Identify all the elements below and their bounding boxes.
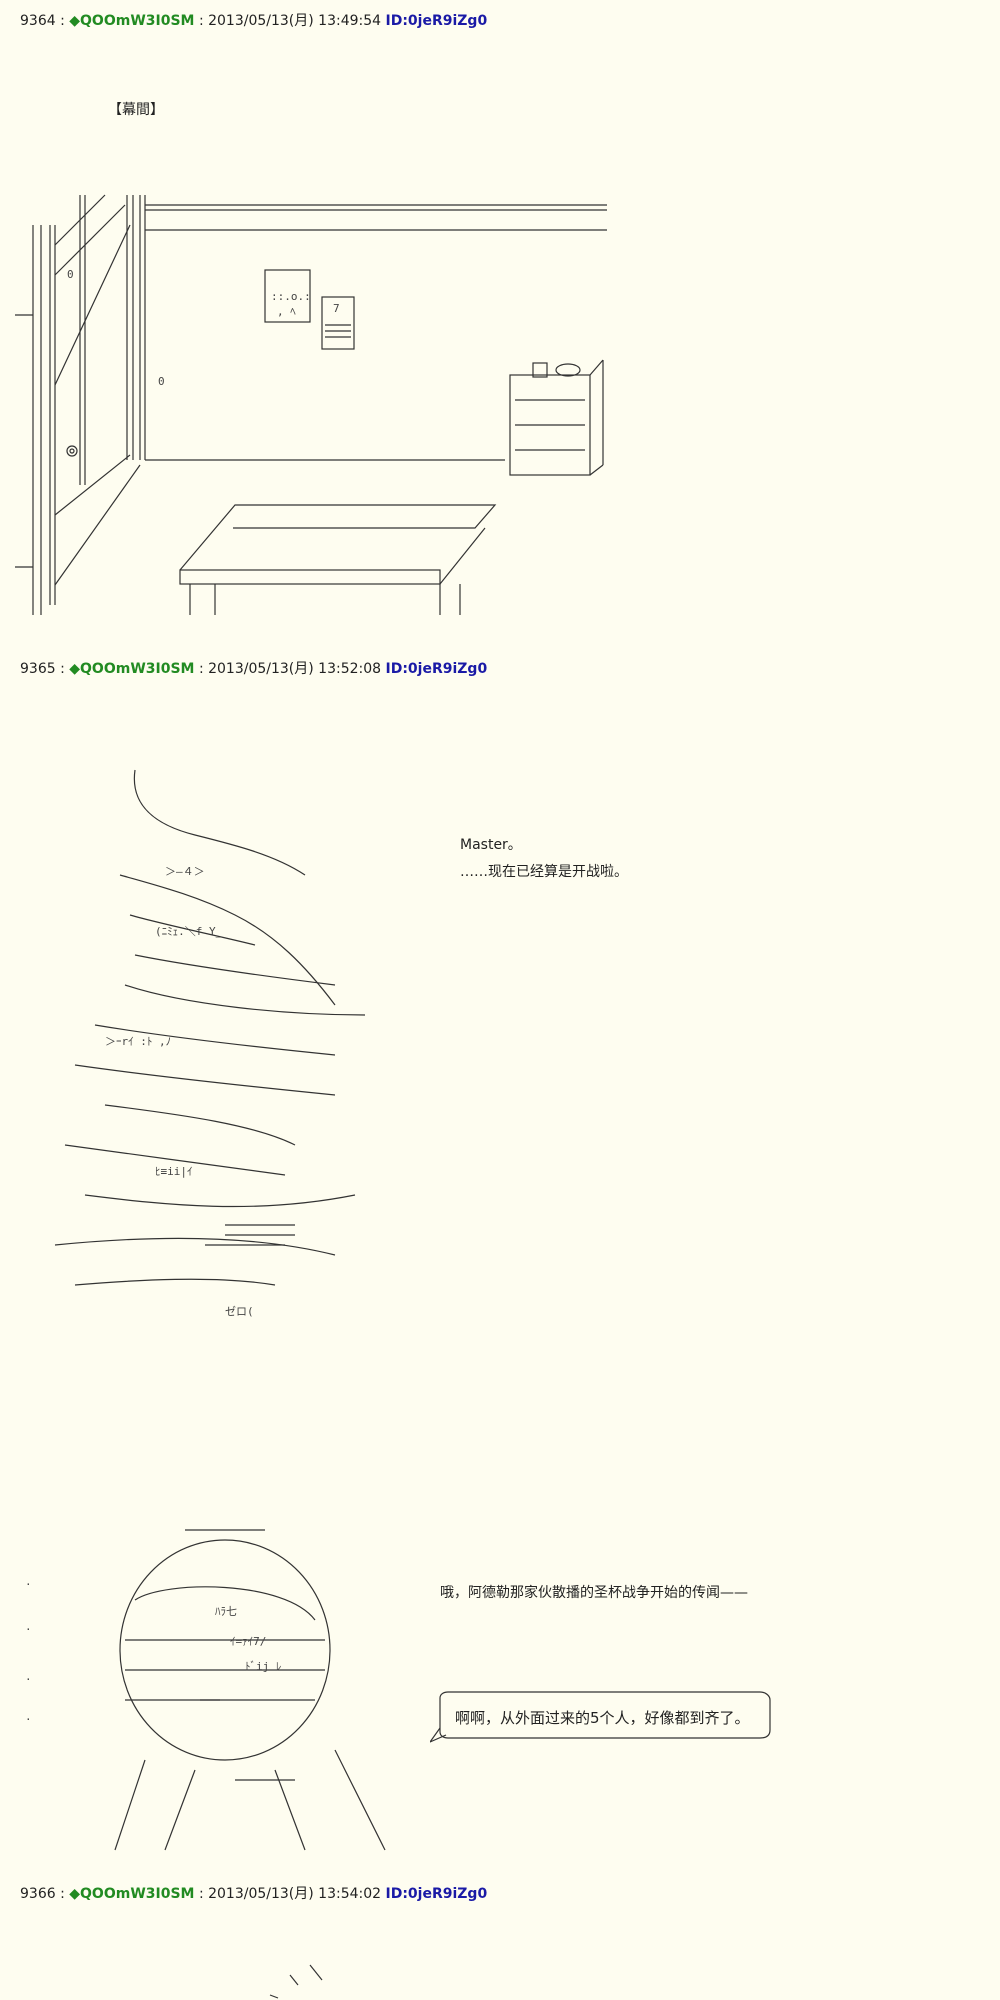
post-number: 9366 : <box>20 1886 65 1902</box>
trip-marker-icon: ◆ <box>69 661 81 677</box>
post-number: 9365 : <box>20 661 65 677</box>
character-art-swordsman: ＞—４＞ (ﾆﾐｪ.＼f Y_ ＞ｰrｲ :ﾄ ,ﾉ ﾋ≡ii|ｲ ゼロ( <box>54 769 366 1318</box>
svg-text:.: . <box>25 1620 32 1633</box>
svg-text:.: . <box>25 1670 32 1683</box>
poster-name[interactable]: QOOmW3I0SM <box>80 1886 195 1902</box>
post-date: : 2013/05/13(月) 13:54:02 <box>198 1886 382 1902</box>
bubble-text: 啊啊，从外面过来的5个人，好像都到齐了。 <box>455 1709 750 1727</box>
svg-text:ﾋ≡ii|ｲ: ﾋ≡ii|ｲ <box>155 1165 193 1178</box>
svg-text:0: 0 <box>67 268 74 281</box>
svg-text:0: 0 <box>158 375 165 388</box>
post-header-9364: 9364 : ◆QOOmW3I0SM : 2013/05/13(月) 13:49… <box>20 12 487 30</box>
svg-text:, ﾍ: , ﾍ <box>277 305 296 318</box>
post-date: : 2013/05/13(月) 13:52:08 <box>198 661 382 677</box>
svg-text:ﾄﾞij ﾚ: ﾄﾞij ﾚ <box>245 1660 281 1673</box>
svg-text:.: . <box>25 1575 32 1588</box>
post-header-9366: 9366 : ◆QOOmW3I0SM : 2013/05/13(月) 13:54… <box>20 1885 487 1903</box>
poster-id[interactable]: ID:0jeR9iZg0 <box>385 1886 488 1902</box>
svg-text:＞ｰrｲ :ﾄ ,ﾉ: ＞ｰrｲ :ﾄ ,ﾉ <box>105 1035 171 1048</box>
post-header-9365: 9365 : ◆QOOmW3I0SM : 2013/05/13(月) 13:52… <box>20 660 487 678</box>
dialogue-line: Master。 <box>460 837 522 853</box>
partial-art-fragment <box>269 1964 323 1999</box>
trip-marker-icon: ◆ <box>69 13 81 29</box>
room-illustration: 0 0 ::.o.: , ﾍ 7 <box>15 194 607 615</box>
post-number: 9364 : <box>20 13 65 29</box>
post-date: : 2013/05/13(月) 13:49:54 <box>198 13 382 29</box>
poster-id[interactable]: ID:0jeR9iZg0 <box>385 13 488 29</box>
poster-id[interactable]: ID:0jeR9iZg0 <box>385 661 488 677</box>
svg-text:::.o.:: ::.o.: <box>271 290 311 303</box>
svg-text:7: 7 <box>333 302 340 315</box>
svg-text:(ﾆﾐｪ.＼f Y_: (ﾆﾐｪ.＼f Y_ <box>155 925 223 938</box>
speech-bubble <box>430 1691 771 1743</box>
svg-text:ｲ=ｧｲ7/: ｲ=ｧｲ7/ <box>230 1635 266 1648</box>
character-art-hooded: ﾊﾗ七 ｲ=ｧｲ7/ ﾄﾞij ﾚ . . . . <box>25 1529 386 1851</box>
trip-marker-icon: ◆ <box>69 1886 81 1902</box>
dialogue-line: ……现在已经算是开战啦。 <box>460 864 628 880</box>
svg-text:ゼロ(: ゼロ( <box>225 1305 254 1318</box>
poster-name[interactable]: QOOmW3I0SM <box>80 13 195 29</box>
svg-text:＞—４＞: ＞—４＞ <box>165 865 205 878</box>
poster-name[interactable]: QOOmW3I0SM <box>80 661 195 677</box>
scene-label: 【幕間】 <box>108 102 164 118</box>
svg-text:.: . <box>25 1710 32 1723</box>
svg-text:ﾊﾗ七: ﾊﾗ七 <box>215 1605 237 1618</box>
dialogue-line: 哦，阿德勒那家伙散播的圣杯战争开始的传闻—— <box>440 1585 748 1601</box>
